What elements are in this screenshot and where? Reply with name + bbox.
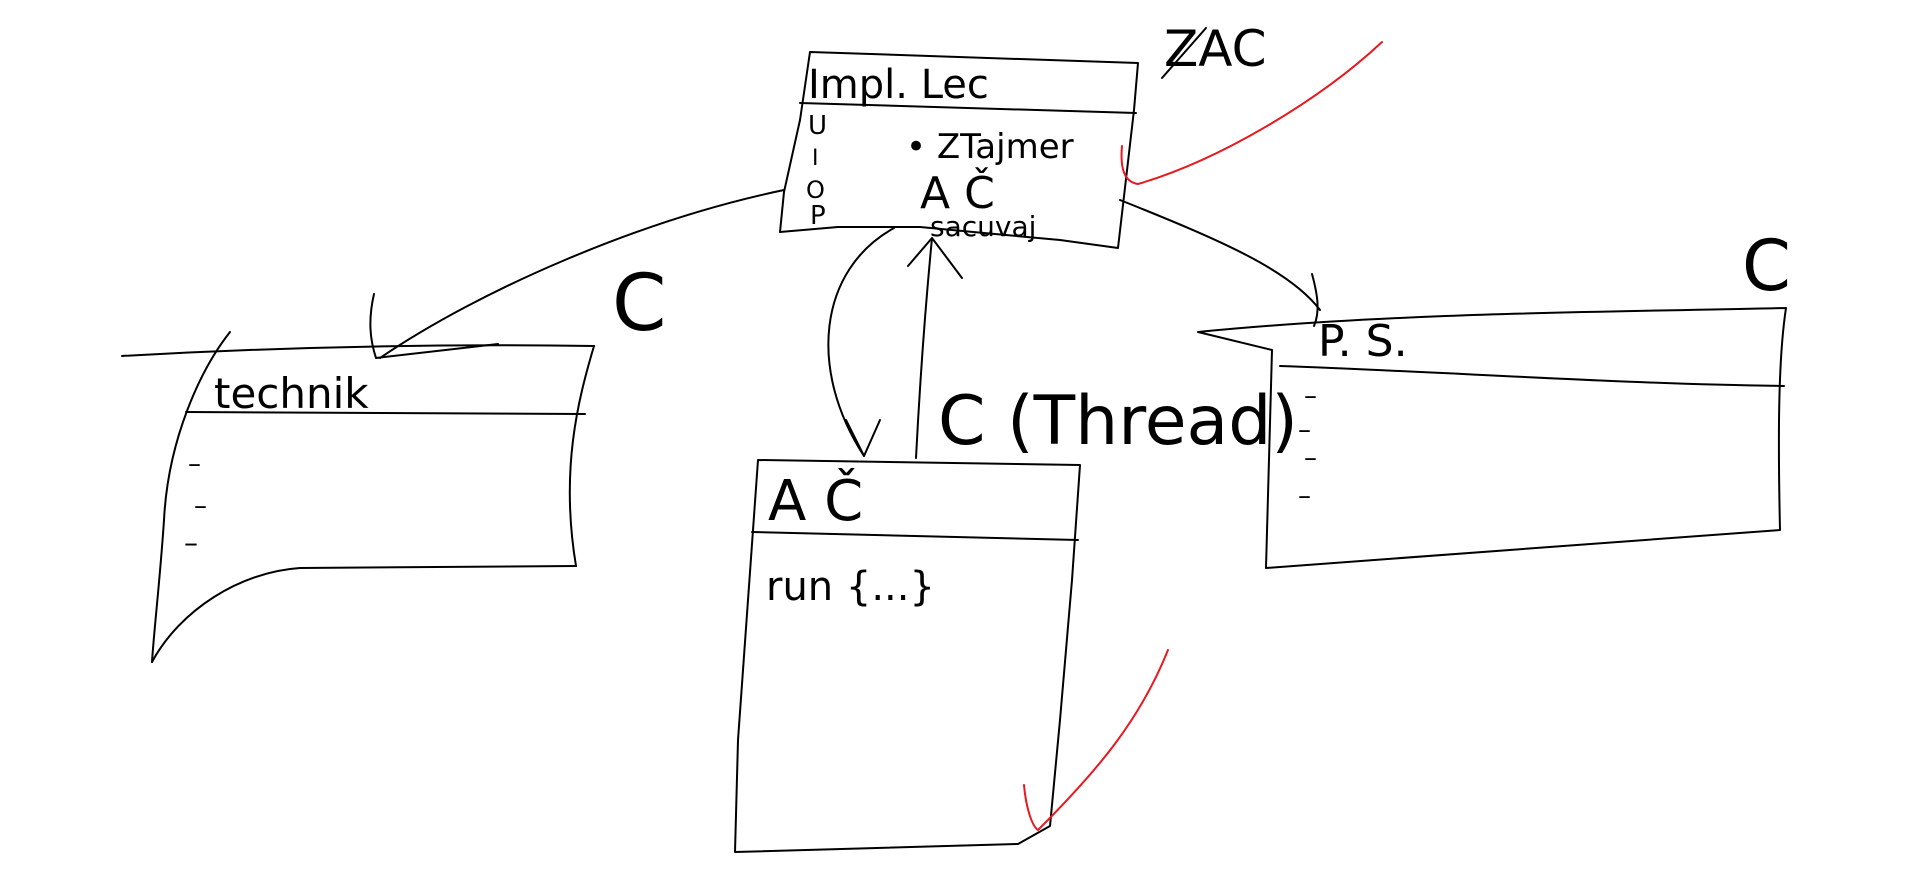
left-box-marker-3: –	[184, 526, 198, 559]
right-box-marker-2: –	[1298, 415, 1311, 445]
right-box-marker-1: –	[1304, 381, 1317, 411]
annotation-strike	[1161, 27, 1207, 79]
right-box-divider	[1279, 365, 1785, 387]
arrowhead-ps	[1311, 273, 1319, 327]
top-box-annotation: ZAC	[1164, 20, 1267, 78]
top-box-line-ztajmer: • ZTajmer	[906, 127, 1074, 167]
left-box-left-edge	[151, 331, 231, 663]
right-box-outline	[1197, 307, 1787, 569]
left-box-label: C	[612, 259, 666, 349]
left-box-bottom-edge	[151, 565, 577, 663]
right-box-label: C	[1742, 225, 1791, 307]
left-box-top-edge	[121, 344, 595, 357]
left-box-marker-2: –	[194, 491, 207, 521]
arrow-top-to-technik	[379, 189, 785, 359]
arrowhead-ac	[845, 419, 881, 457]
right-class-box: P. S. – – – – C	[1197, 225, 1791, 569]
right-box-marker-4: –	[1298, 481, 1311, 511]
connectors	[369, 189, 1321, 459]
middle-box-body: run {...}	[766, 564, 935, 610]
arrowhead-technik	[369, 293, 499, 359]
top-box-divider	[799, 102, 1137, 114]
arrowhead-top	[907, 237, 963, 279]
middle-box-outline	[734, 459, 1081, 853]
top-box-mark-u: U	[808, 111, 827, 141]
top-class-box: Impl. Lec ZAC U I O P • ZTajmer A Č sacu…	[779, 20, 1267, 249]
right-box-marker-3: –	[1304, 443, 1317, 473]
left-box-marker-1: –	[188, 449, 201, 479]
top-box-title: Impl. Lec	[808, 62, 989, 108]
top-box-mark-o: O	[806, 176, 825, 204]
top-box-line-ac: A Č	[920, 166, 995, 219]
right-box-title: P. S.	[1318, 316, 1408, 367]
left-box-divider	[185, 411, 586, 415]
middle-box-divider	[751, 531, 1079, 541]
red-check-middle	[1023, 649, 1169, 832]
top-box-mark-i: I	[812, 146, 819, 171]
red-check-top	[1120, 41, 1383, 186]
top-box-outline	[779, 51, 1139, 249]
top-box-mark-p: P	[810, 201, 826, 231]
middle-box-title: A Č	[768, 469, 863, 534]
left-class-box: technik – – – C	[121, 259, 666, 663]
left-box-right-edge	[568, 345, 595, 567]
arrow-top-to-ps	[1119, 199, 1321, 311]
left-box-title: technik	[214, 369, 369, 418]
arrow-ac-to-top	[915, 237, 933, 459]
middle-class-box: A Č run {...} C (Thread)	[734, 382, 1298, 853]
middle-box-label: C (Thread)	[938, 382, 1298, 461]
top-box-line-sacuvaj: sacuvaj	[930, 210, 1036, 243]
arrow-top-to-ac	[827, 227, 895, 457]
